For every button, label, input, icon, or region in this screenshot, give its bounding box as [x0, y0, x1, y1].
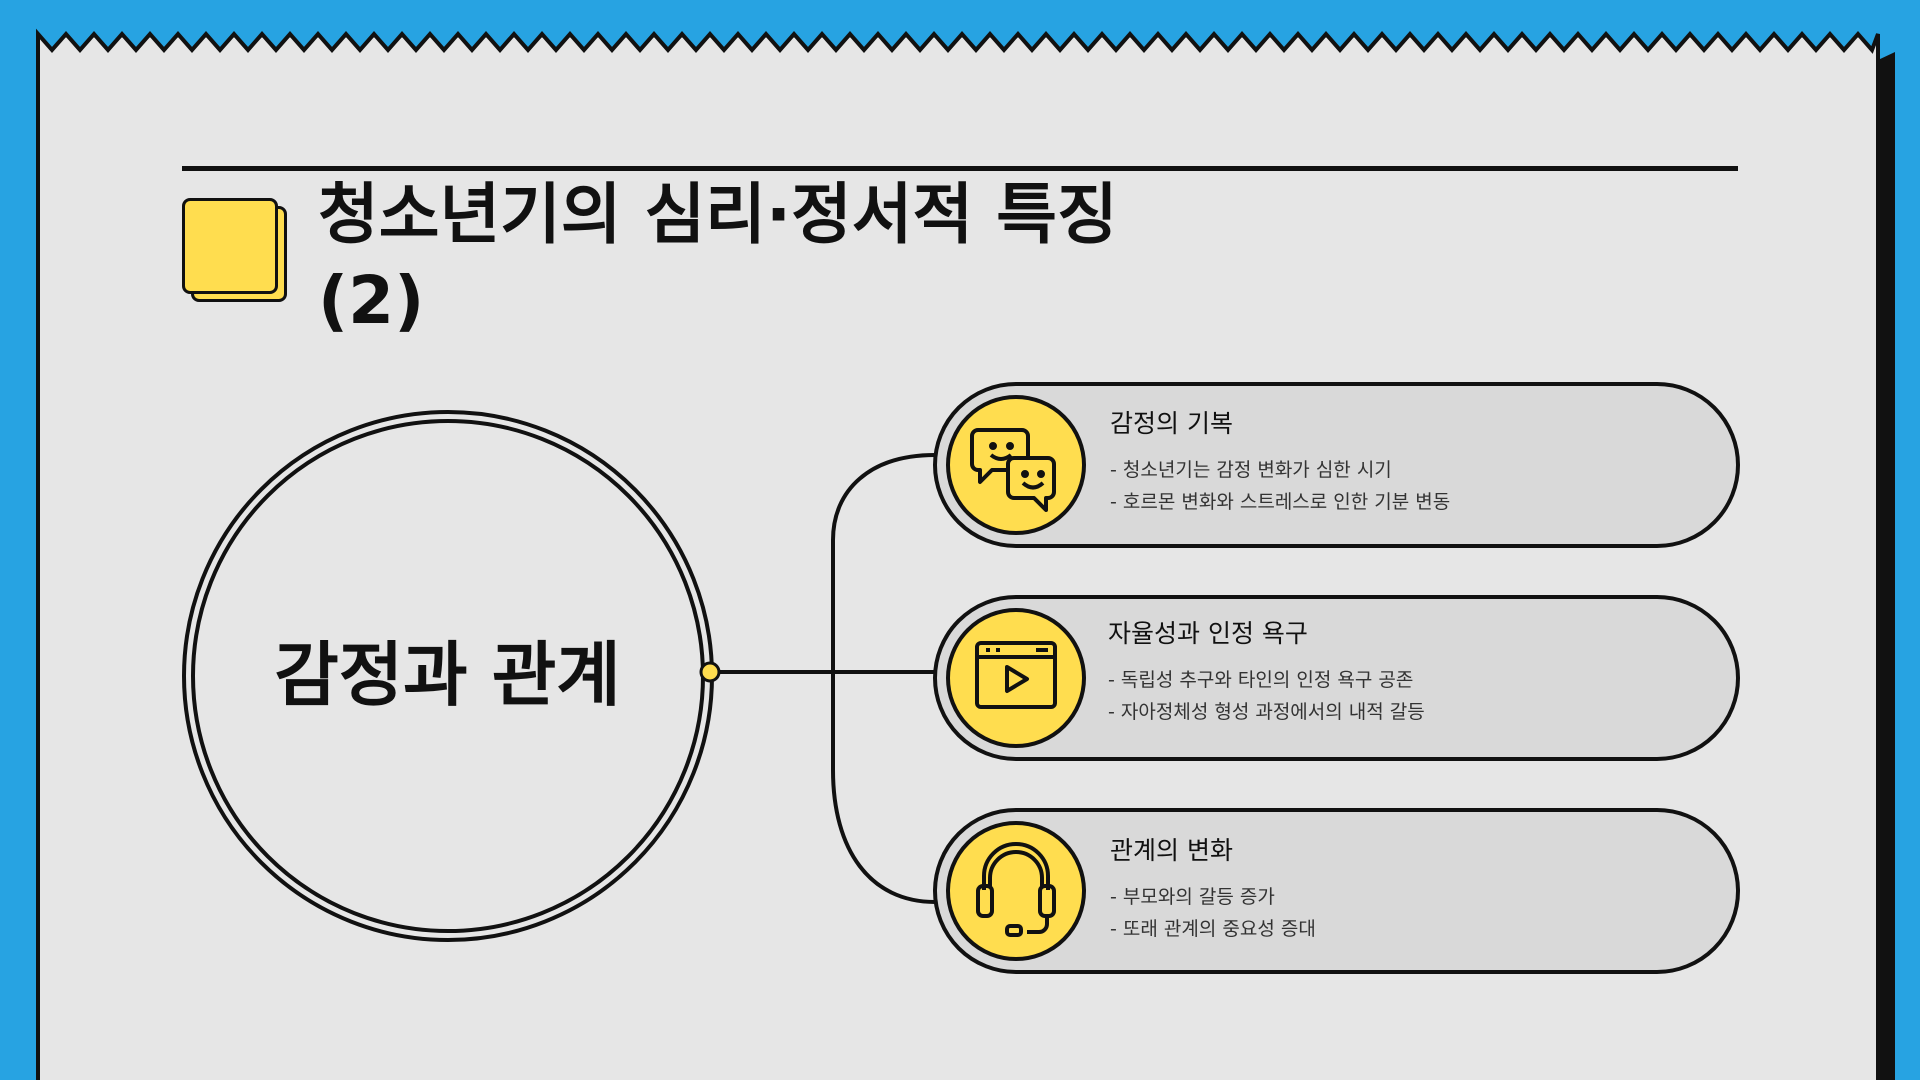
icon-badge [946, 821, 1086, 961]
card-pill [933, 808, 1740, 974]
card-bullet: - 청소년기는 감정 변화가 심한 시기 [1110, 459, 1392, 481]
headset-icon [976, 842, 1056, 937]
paper-shadow [1878, 52, 1895, 1080]
card-title: 감정의 기복 [1110, 409, 1233, 438]
card-pill [933, 595, 1740, 761]
card-emotional-fluctuation [933, 382, 1740, 548]
card-title: 관계의 변화 [1110, 836, 1233, 865]
connector-node [699, 661, 721, 683]
video-player-icon [975, 641, 1057, 709]
card-bullet: - 또래 관계의 중요성 증대 [1110, 918, 1316, 940]
chat-faces-icon [970, 428, 1056, 512]
card-relationship-change [933, 808, 1740, 974]
card-bullet: - 자아정체성 형성 과정에서의 내적 갈등 [1108, 701, 1425, 723]
card-2-text: 자율성과 인정 욕구 - 독립성 추구와 타인의 인정 욕구 공존 - 자아정체… [1108, 618, 1708, 728]
card-pill [933, 382, 1740, 548]
title-square-icon [182, 198, 278, 294]
center-label: 감정과 관계 [274, 634, 621, 716]
page-title: 청소년기의 심리·정서적 특징 (2) [318, 176, 1118, 339]
card-title: 자율성과 인정 욕구 [1108, 619, 1308, 648]
title-divider [182, 166, 1738, 171]
connector-branch [831, 453, 936, 904]
card-1-text: 감정의 기복 - 청소년기는 감정 변화가 심한 시기 - 호르몬 변화와 스트… [1110, 408, 1710, 518]
card-bullet: - 독립성 추구와 타인의 인정 욕구 공존 [1108, 669, 1414, 691]
card-bullet: - 부모와의 갈등 증가 [1110, 886, 1275, 908]
card-bullet: - 호르몬 변화와 스트레스로 인한 기분 변동 [1110, 491, 1451, 513]
card-3-text: 관계의 변화 - 부모와의 갈등 증가 - 또래 관계의 중요성 증대 [1110, 835, 1710, 945]
card-autonomy-recognition [933, 595, 1740, 761]
icon-badge [946, 608, 1086, 748]
